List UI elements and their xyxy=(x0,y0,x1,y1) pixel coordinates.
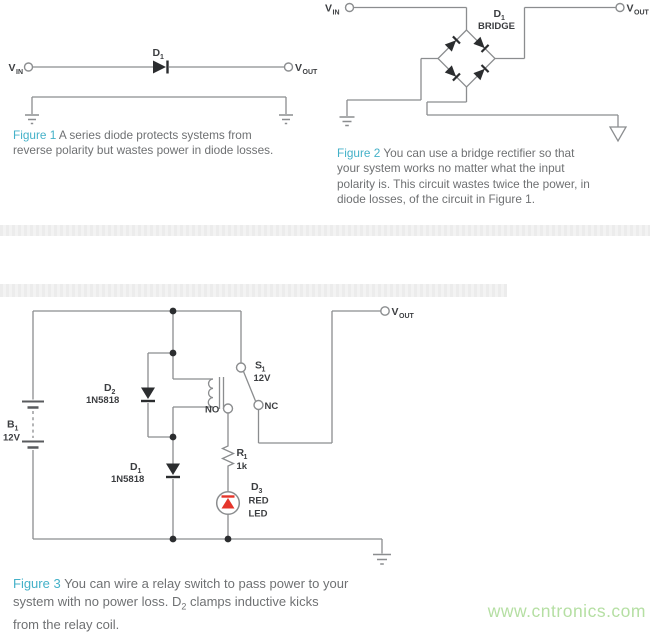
fig2-bridge-diodes xyxy=(443,35,490,82)
fig3-diode-d2 xyxy=(141,387,155,403)
b1-label: B xyxy=(7,419,15,431)
led-d3 xyxy=(215,490,241,516)
switch-no-contact xyxy=(222,403,234,414)
figure2-circuit: V IN D 1 BRIDGE V OUT xyxy=(325,2,650,143)
fig1-vout-label: V xyxy=(295,62,302,74)
ground-icon xyxy=(339,116,355,127)
fig1-vout-sub: OUT xyxy=(303,69,319,76)
b1-sub: 1 xyxy=(15,425,19,432)
figure3-caption-line2-post: clamps inductive kicks xyxy=(186,593,319,609)
section-divider-band-2 xyxy=(0,284,507,297)
junction-dots xyxy=(169,307,232,543)
d3-label: D xyxy=(251,481,259,493)
figure3-caption-line2-pre: system with no power loss. D xyxy=(13,593,182,609)
fig2-vin-label: V xyxy=(325,3,332,15)
no-label: NO xyxy=(205,405,219,416)
d1-value: 1N5818 xyxy=(111,474,144,485)
figure3-caption-label: Figure 3 xyxy=(13,576,61,591)
r1-sub: 1 xyxy=(244,454,248,461)
arrow-ground-icon xyxy=(608,126,628,143)
d1-sub: 1 xyxy=(138,468,142,475)
section-divider-band xyxy=(0,225,650,236)
figure2-wires xyxy=(346,6,619,127)
switch-pole-contact xyxy=(235,362,247,373)
d3-sub: 3 xyxy=(259,488,263,495)
figure1-caption-label: Figure 1 xyxy=(13,128,57,142)
figure2-caption-label: Figure 2 xyxy=(337,146,381,160)
fig3-diode-d1 xyxy=(166,463,180,479)
fig2-vin-sub: IN xyxy=(333,9,340,16)
ground-icon xyxy=(373,553,391,565)
resistor-r1 xyxy=(220,444,236,468)
figure3-caption-line3: from the relay coil. xyxy=(13,617,120,633)
fig2-vout-sub: OUT xyxy=(634,9,650,16)
nc-label: NC xyxy=(265,401,279,412)
fig3-vout-sub: OUT xyxy=(399,313,415,320)
figure2-caption-line4: diode losses, of the circuit in Figure 1… xyxy=(337,192,536,207)
ground-icon xyxy=(279,114,293,125)
fig1-vin-terminal xyxy=(23,62,34,72)
fig1-vin-label: V xyxy=(9,62,16,74)
fig1-diode-d1 xyxy=(153,60,169,74)
d3-value-led: LED xyxy=(249,509,268,520)
ground-icon xyxy=(25,114,39,125)
figure3-circuit: B 1 12V D 2 1N5818 D 1 1N5818 S 1 12V NO… xyxy=(3,306,415,565)
r1-label: R xyxy=(237,447,245,459)
fig1-vin-sub: IN xyxy=(16,69,23,76)
fig2-bridge-diamond xyxy=(437,29,496,88)
figure2-caption-line3: polarity is. This circuit wastes twice t… xyxy=(337,176,590,191)
fig3-vout-terminal xyxy=(380,306,390,316)
figure3-caption-sub: 2 xyxy=(181,601,187,612)
switch-nc-contact xyxy=(253,399,264,411)
figure2-caption-line1: You can use a bridge rectifier so that xyxy=(380,146,575,160)
watermark: www.cntronics.com xyxy=(487,601,646,621)
d3-value-red: RED xyxy=(249,496,269,507)
fig2-d1-label: D xyxy=(494,8,502,20)
figure1-caption-line2: reverse polarity but wastes power in dio… xyxy=(13,143,274,158)
d2-sub: 2 xyxy=(112,389,116,396)
d2-value: 1N5818 xyxy=(86,395,119,406)
b1-value: 12V xyxy=(3,433,21,444)
s1-label: S xyxy=(255,360,262,372)
fig2-bridge-label: BRIDGE xyxy=(478,21,515,32)
figure1-circuit: V IN D 1 V OUT xyxy=(9,47,319,125)
figure3-wires xyxy=(32,310,383,554)
battery-b1 xyxy=(22,400,44,449)
fig2-vout-terminal xyxy=(615,2,625,13)
figure1-caption-line1: A series diode protects systems from xyxy=(56,128,252,142)
d1-label: D xyxy=(130,461,138,473)
fig1-d1-sub: 1 xyxy=(160,54,164,61)
fig2-vin-terminal xyxy=(344,2,355,13)
fig3-vout-label: V xyxy=(392,306,399,318)
figure3-caption-line1: You can wire a relay switch to pass powe… xyxy=(60,576,349,591)
figure1-wires xyxy=(31,66,287,114)
fig1-d1-label: D xyxy=(153,47,161,59)
relay-switch-s1 xyxy=(222,362,264,414)
fig2-vout-label: V xyxy=(627,3,634,15)
figure1-caption: Figure 1 A series diode protects systems… xyxy=(13,128,313,159)
fig2-d1-sub: 1 xyxy=(501,15,505,22)
fig1-vout-terminal xyxy=(283,62,294,72)
figure3-caption: Figure 3 You can wire a relay switch to … xyxy=(13,575,433,634)
r1-value: 1k xyxy=(237,461,248,472)
s1-sub: 1 xyxy=(262,366,266,373)
s1-value: 12V xyxy=(254,373,272,384)
figure2-caption-line2: your system works no matter what the inp… xyxy=(337,161,565,176)
d2-label: D xyxy=(104,382,112,394)
relay-coil xyxy=(207,377,225,409)
figure2-caption: Figure 2 You can use a bridge rectifier … xyxy=(337,146,637,208)
